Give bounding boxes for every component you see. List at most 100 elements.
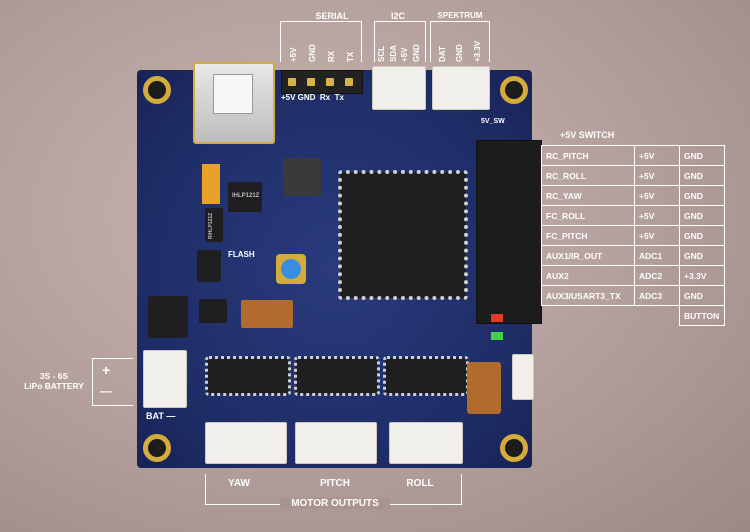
button[interactable] [276, 254, 306, 284]
pin-table-cell: +5V [634, 145, 680, 166]
motor-label-yaw: YAW [228, 478, 250, 489]
i2c-pin-5v: +5V [400, 47, 410, 62]
pin-table-cell: FC_PITCH [541, 225, 635, 246]
i2c-pins: SCL SDA +5V GND [376, 26, 422, 62]
pin-table-cell: ADC3 [634, 285, 680, 306]
serial-board-label: +5V GND Rx Tx [281, 93, 344, 102]
serial-pin-rx: RX [327, 50, 336, 62]
serial-pin-tx: TX [346, 51, 355, 62]
status-led-green [491, 332, 503, 340]
pin-table-cell: ADC2 [634, 265, 680, 286]
usb-connector [193, 62, 275, 144]
switch-title: +5V SWITCH [560, 130, 615, 140]
spektrum-pin-33v: +3.3V [472, 40, 482, 62]
motor-label-pitch: PITCH [320, 478, 350, 489]
big-capacitor [467, 362, 501, 414]
i2c-bracket [374, 21, 426, 62]
serial-header [281, 70, 363, 94]
motor-connector-yaw [205, 422, 287, 464]
pin-table-cell: RC_ROLL [541, 165, 635, 186]
pin-table-cell: RC_YAW [541, 185, 635, 206]
spektrum-pin-dat: DAT [438, 46, 448, 62]
spektrum-bracket [430, 21, 490, 62]
serial-title: SERIAL [315, 11, 349, 21]
small-ic-2 [197, 250, 221, 282]
pin-table-cell: GND [679, 165, 725, 186]
i2c-pin-scl: SCL [377, 46, 387, 62]
status-led-red [491, 314, 503, 322]
i2c-pin-gnd: GND [411, 44, 421, 62]
regulator-label: IHLP121Z [232, 193, 260, 199]
tantalum-capacitor-2 [202, 164, 220, 204]
mount-hole-bottom-right [500, 434, 528, 462]
side-connector [512, 354, 534, 400]
pin-table-cell: RC_PITCH [541, 145, 635, 166]
serial-pin-5v: +5V [289, 47, 298, 62]
mount-hole-top-left [143, 76, 171, 104]
power-mosfet [148, 296, 188, 338]
serial-bracket [280, 21, 362, 62]
battery-plus: + [102, 362, 111, 378]
spektrum-pins: DAT GND +3.3V [434, 26, 486, 62]
imu-chip [283, 158, 321, 196]
motor-connector-pitch [295, 422, 377, 464]
battery-bracket [92, 358, 133, 406]
motor-connector-roll [389, 422, 463, 464]
driver-chip-yaw [205, 356, 291, 396]
i2c-title: I2C [390, 11, 405, 21]
mount-hole-bottom-left [143, 434, 171, 462]
flash-chip-label: RIHLP121Z [208, 212, 215, 240]
pin-table-cell: FC_ROLL [541, 205, 635, 226]
pin-table-cell: +5V [634, 165, 680, 186]
battery-connector [143, 350, 187, 408]
battery-board-label: BAT — [146, 411, 176, 421]
pin-table-cell: GND [679, 285, 725, 306]
i2c-connector [372, 66, 426, 110]
pin-table-cell: AUX2 [541, 265, 635, 286]
battery-label-line2: LiPo BATTERY [24, 381, 84, 391]
motor-outputs-title: MOTOR OUTPUTS [280, 498, 390, 509]
pin-table-cell: +3.3V [679, 265, 725, 286]
pin-table-cell: ADC1 [634, 245, 680, 266]
small-ic [199, 299, 227, 323]
pin-table-row: BUTTON [542, 305, 725, 326]
motor-label-roll: ROLL [406, 478, 434, 489]
pin-table-cell: +5V [634, 225, 680, 246]
pin-table-cell: +5V [634, 185, 680, 206]
serial-pin-gnd: GND [308, 44, 317, 62]
switch-header-block [476, 140, 542, 324]
pin-table-cell: BUTTON [679, 305, 725, 326]
regulator-chip [228, 182, 262, 212]
flash-chip [205, 208, 223, 242]
flash-label: FLASH [228, 250, 255, 259]
i2c-pin-sda: SDA [388, 45, 398, 62]
pin-table-cell: GND [679, 225, 725, 246]
pin-table-cell [542, 306, 635, 326]
pin-table-cell [635, 306, 680, 326]
driver-chip-roll [383, 356, 469, 396]
pin-table-cell: GND [679, 145, 725, 166]
pin-table-cell: GND [679, 205, 725, 226]
serial-pins: +5V GND RX TX [284, 26, 360, 62]
spektrum-pin-gnd: GND [455, 44, 465, 62]
spektrum-connector [432, 66, 490, 110]
main-mcu-chip [338, 170, 468, 300]
driver-chip-pitch [294, 356, 380, 396]
switch-board-label: 5V_SW [481, 118, 505, 125]
spektrum-title: SPEKTRUM [437, 11, 483, 20]
tantalum-capacitor [241, 300, 293, 328]
pin-table-cell: AUX3/USART3_TX [541, 285, 635, 306]
mount-hole-top-right [500, 76, 528, 104]
pin-table-cell: GND [679, 185, 725, 206]
pin-table-cell: +5V [634, 205, 680, 226]
battery-label-line1: 3S - 6S [39, 371, 69, 381]
